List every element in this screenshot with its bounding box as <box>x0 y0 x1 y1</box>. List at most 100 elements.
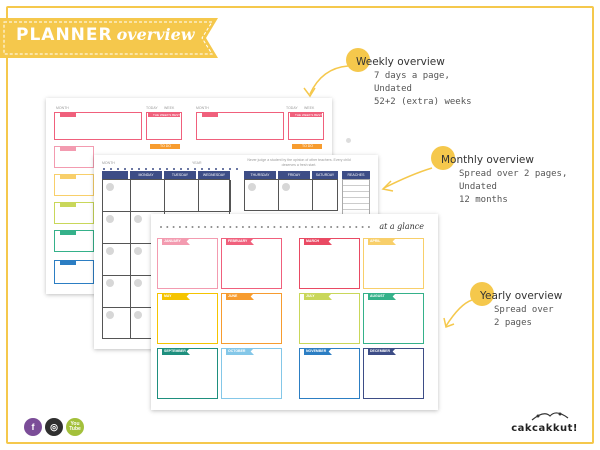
month-label: MAY <box>162 293 190 300</box>
todo-label: TO DO <box>302 144 314 148</box>
banner-subtitle: overview <box>116 25 195 44</box>
month-box: DECEMBER <box>363 348 424 399</box>
month-label: APRIL <box>368 238 396 245</box>
title-dot <box>336 226 339 228</box>
month-box: MAY <box>157 293 218 344</box>
calendar-cell <box>103 276 131 308</box>
month-box: JANUARY <box>157 238 218 289</box>
month-box: APRIL <box>363 238 424 289</box>
todo-tab <box>292 144 322 149</box>
title-dot <box>191 226 194 228</box>
title-dot <box>210 226 213 228</box>
week-label: WEEK <box>164 106 175 110</box>
weeks-best-label: THE WEEK'S BEST <box>153 113 180 117</box>
title-dot <box>279 226 282 228</box>
title-dot <box>317 226 320 228</box>
calendar-cell <box>199 180 231 212</box>
title-dot <box>349 226 351 228</box>
date-circle <box>134 279 142 287</box>
month-label: JUNE <box>226 293 254 300</box>
month-label: MONTH <box>196 106 209 110</box>
title-dot <box>197 226 200 228</box>
callout-title: Yearly overview <box>480 290 563 302</box>
title-dot <box>286 226 288 228</box>
date-circle <box>134 311 142 319</box>
calendar-cell <box>279 180 313 211</box>
title-dot <box>229 226 232 228</box>
date-circle <box>134 215 142 223</box>
month-label: SEPTEMBER <box>162 348 190 355</box>
title-dot <box>172 226 175 228</box>
day-tab <box>202 112 218 117</box>
weekday-header: SATURDAY <box>312 171 338 179</box>
month-label: MONTH <box>56 106 69 110</box>
today-label: TODAY <box>146 106 158 110</box>
title-dot <box>241 226 244 228</box>
month-label: DECEMBER <box>368 348 396 355</box>
ribbon-shape <box>0 18 218 58</box>
facebook-icon[interactable]: f <box>24 418 42 436</box>
calendar-cell <box>165 180 199 212</box>
calendar-grid-left <box>102 179 231 339</box>
brand-logo: cakcakkut! <box>511 423 578 434</box>
instagram-icon[interactable]: ◎ <box>45 418 63 436</box>
title-dot <box>204 226 207 228</box>
date-circle <box>134 247 142 255</box>
todo-tab <box>150 144 180 149</box>
month-box: JULY <box>299 293 360 344</box>
today-label: TODAY <box>286 106 298 110</box>
weeks-best-label: THE WEEK'S BEST <box>295 113 322 117</box>
week-label: WEEK <box>304 106 315 110</box>
title-banner: PLANNER overview <box>0 18 218 58</box>
month-label: MONTH <box>102 161 115 165</box>
todo-label: TO DO <box>160 144 172 148</box>
weeks-best-tab <box>290 112 322 117</box>
youtube-icon[interactable]: You Tube <box>66 418 84 436</box>
month-label: NOVEMBER <box>304 348 332 355</box>
title-dot <box>260 226 263 228</box>
outer-frame <box>6 6 594 444</box>
day-tab <box>60 174 76 179</box>
title-dot <box>355 226 358 228</box>
weekday-header <box>102 171 128 179</box>
weeks-best-tab <box>148 112 180 117</box>
callout-dot <box>346 48 370 72</box>
title-dot <box>367 226 370 228</box>
notes-header: REACHES <box>342 171 370 179</box>
callout-line: Undated <box>459 182 497 192</box>
monthly-arrow <box>381 167 433 192</box>
month-label: JULY <box>304 293 332 300</box>
weekly-arrow <box>303 65 349 98</box>
calendar-cell <box>131 180 165 212</box>
weekday-header: MONDAY <box>130 171 162 179</box>
date-dots <box>103 168 238 170</box>
title-dot <box>292 226 295 228</box>
day-tab <box>60 260 76 265</box>
title-dots <box>160 226 370 228</box>
callout-line: 2 pages <box>494 318 532 328</box>
date-circle <box>106 311 114 319</box>
weekday-header: TUESDAY <box>164 171 196 179</box>
check-dot <box>346 138 351 143</box>
banner-title: PLANNER <box>16 25 113 45</box>
title-dot <box>330 226 333 228</box>
callout-line: 7 days a page, <box>374 71 450 81</box>
month-label: OCTOBER <box>226 348 254 355</box>
day-tab <box>60 230 76 235</box>
title-dot <box>235 226 238 228</box>
calendar-cell <box>103 308 131 339</box>
month-box: FEBRUARY <box>221 238 282 289</box>
callout-dot <box>431 146 455 170</box>
date-circle <box>282 183 290 191</box>
month-box: MARCH <box>299 238 360 289</box>
year-label: YEAR <box>192 161 202 165</box>
title-dot <box>178 226 181 228</box>
callout-line: Spread over 2 pages, <box>459 169 568 179</box>
month-box: JUNE <box>221 293 282 344</box>
weekday-header: FRIDAY <box>278 171 310 179</box>
title-dot <box>298 226 301 228</box>
weekday-header: THURSDAY <box>244 171 276 179</box>
title-dot <box>361 226 364 228</box>
calendar-cell <box>103 180 131 212</box>
day-tab <box>60 146 76 151</box>
